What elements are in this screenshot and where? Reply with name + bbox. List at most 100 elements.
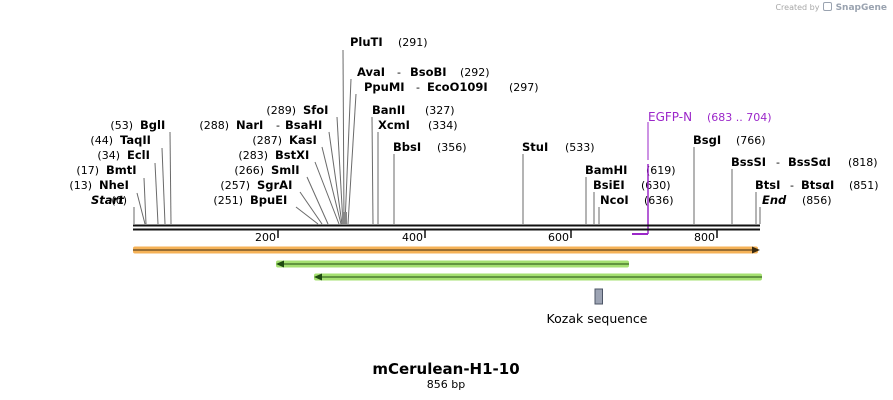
site-nari-sep: - [276,119,280,132]
feature-green-2[interactable] [314,273,762,281]
site-btsai-name[interactable]: BtsαI [801,178,834,192]
site-kasi-pos: (287) [252,134,282,147]
site-xcmi-name[interactable]: XcmI [378,118,410,132]
site-bgli-pos: (53) [110,119,133,132]
site-bpuei-pos: (251) [213,194,243,207]
site-stui-name[interactable]: StuI [522,140,548,154]
site-bamhi-name[interactable]: BamHI [585,163,627,177]
tick-600-label: 600 [548,231,569,244]
leader-nari [328,131,343,225]
site-labels-mid: (251) BpuEI (257) SgrAI (266) SmlI (283)… [199,35,538,207]
site-bamhi-pos: (619) [646,164,676,177]
site-btsi-name[interactable]: BtsI [755,178,780,192]
site-avai-pos: (292) [460,66,490,79]
site-bmti-pos: (17) [76,164,99,177]
leader-ppumi [347,93,357,225]
site-bstxi-pos: (283) [238,149,268,162]
site-banii-name[interactable]: BanII [372,103,405,117]
primer-egfp-n[interactable]: EGFP-N (683 .. 704) [632,110,772,235]
site-ppumi-sep: - [416,81,420,94]
site-labels-right: StuI (533) BamHI (619) BsiEI (630) NcoI … [522,133,879,207]
site-stui-pos: (533) [565,141,595,154]
site-bbsi-pos: (356) [437,141,467,154]
site-ncoi-pos: (636) [644,194,674,207]
kozak-label[interactable]: Kozak sequence [547,311,648,326]
site-bsgi-name[interactable]: BsgI [693,133,721,147]
site-ppumi-pos: (297) [509,81,539,94]
primer-name[interactable]: EGFP-N [648,110,692,124]
site-bsssai-name[interactable]: BssSαI [788,155,831,169]
leader-avai [344,78,352,225]
site-nhei-name[interactable]: NheI [99,178,129,192]
site-bsiei-pos: (630) [641,179,671,192]
site-start-pos: (0) [111,194,127,207]
site-bsiei-name[interactable]: BsiEI [593,178,625,192]
site-bsobi-name[interactable]: BsoBI [410,65,447,79]
site-taqii-name[interactable]: TaqII [120,133,151,147]
site-bsssi-name[interactable]: BssSI [731,155,766,169]
leader-bmti [143,177,147,225]
leader-lines [133,49,761,225]
site-sgrai-name[interactable]: SgrAI [257,178,292,192]
site-sgrai-pos: (257) [220,179,250,192]
leader-ecli [154,162,159,225]
leader-nhei [136,192,146,225]
site-ecoo109i-name[interactable]: EcoO109I [427,80,488,94]
site-start-name[interactable]: Start [91,193,124,207]
site-smli-pos: (266) [234,164,264,177]
feature-green-2-arrowhead-icon [314,273,322,281]
site-nhei-pos: (13) [69,179,92,192]
tick-800-label: 800 [694,231,715,244]
leader-banii [371,116,374,225]
site-ppumi-name[interactable]: PpuMI [364,80,405,94]
site-bsahi-name[interactable]: BsaHI [285,118,322,132]
leader-bgli [169,131,172,225]
feature-green-1[interactable] [276,260,629,268]
site-btsi-sep: - [790,179,794,192]
site-ecli-name[interactable]: EclI [127,148,150,162]
feature-green-1-arrowhead-icon [276,260,284,268]
feature-kozak[interactable]: Kozak sequence [547,288,648,326]
kozak-box [594,288,603,305]
site-kasi-name[interactable]: KasI [289,133,317,147]
site-btsi-pos: (851) [849,179,879,192]
site-end-pos: (856) [802,194,832,207]
leader-sgrai [299,191,323,225]
site-bpuei-name[interactable]: BpuEI [250,193,287,207]
feature-orange[interactable] [133,246,760,254]
site-nari-pos: (288) [199,119,229,132]
site-banii-pos: (327) [425,104,455,117]
primer-range: (683 .. 704) [707,111,772,124]
site-end-name[interactable]: End [762,193,787,207]
site-cluster-marker [342,212,347,224]
credit-brand: SnapGene [835,3,887,13]
site-ecli-pos: (34) [97,149,120,162]
site-sfoi-pos: (289) [266,104,296,117]
site-avai-sep: - [397,66,401,79]
site-avai-name[interactable]: AvaI [357,65,385,79]
site-pluti-name[interactable]: PluTI [350,35,383,49]
leader-smli [306,176,329,225]
site-bbsi-name[interactable]: BbsI [393,140,421,154]
site-ncoi-name[interactable]: NcoI [600,193,629,207]
site-bstxi-name[interactable]: BstXI [275,148,309,162]
site-bsssi-sep: - [776,156,780,169]
tick-400-label: 400 [402,231,423,244]
site-xcmi-pos: (334) [428,119,458,132]
site-taqii-pos: (44) [90,134,113,147]
site-bgli-name[interactable]: BglI [140,118,165,132]
site-smli-name[interactable]: SmlI [271,163,300,177]
snapgene-credit: Created by SnapGene [775,2,887,13]
leader-bpuei [295,206,319,225]
site-nari-name[interactable]: NarI [236,118,263,132]
credit-text: Created by [775,3,820,12]
site-sfoi-name[interactable]: SfoI [303,103,328,117]
site-bsgi-pos: (766) [736,134,766,147]
leader-taqii [161,147,166,225]
leader-bstxi [314,161,340,225]
site-bmti-name[interactable]: BmtI [106,163,137,177]
site-labels-left: (0) Start (13) NheI (17) BmtI (34) EclI … [69,118,165,207]
leader-kasi [321,146,342,225]
sequence-title: mCerulean-H1-10 [372,360,519,378]
